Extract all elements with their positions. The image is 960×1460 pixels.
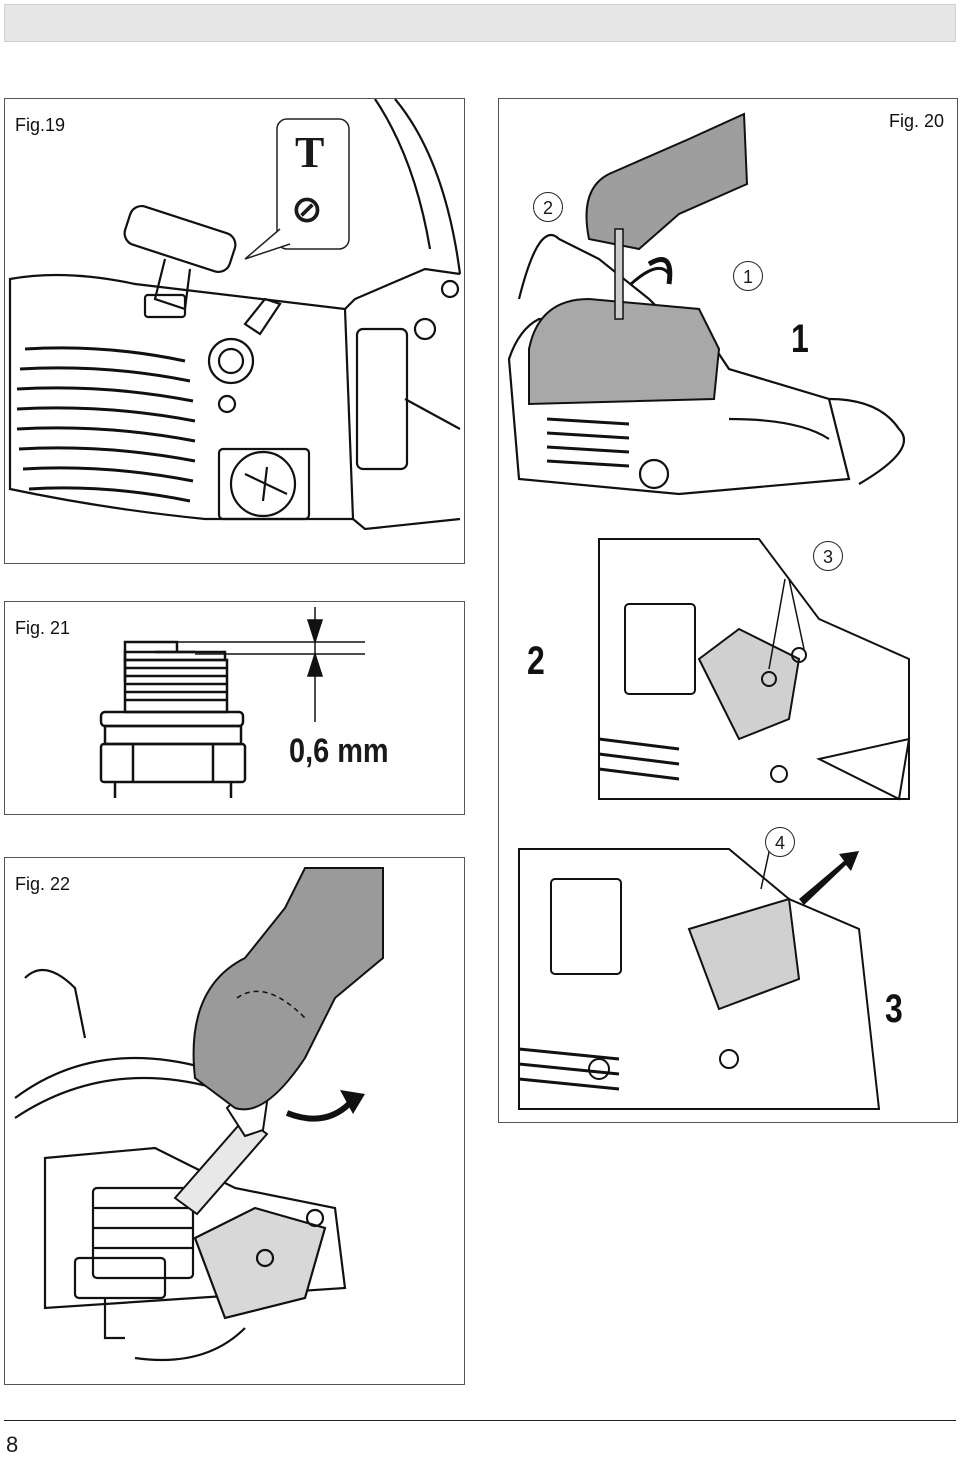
fig22-label: Fig. 22 bbox=[15, 874, 71, 894]
fig20-step-2: 2 bbox=[527, 639, 545, 683]
fig21-label: Fig. 21 bbox=[15, 618, 71, 638]
fig21-panel: Fig. 21 0,6 mm bbox=[4, 601, 465, 815]
fig19-chainsaw-illustration bbox=[8, 99, 462, 531]
spark-plug-illustration bbox=[99, 607, 365, 798]
fig20-step-3: 3 bbox=[885, 987, 903, 1031]
fig20-step-1: 1 bbox=[791, 317, 809, 361]
t-symbol-icon: T bbox=[295, 128, 325, 177]
fig19-label: Fig.19 bbox=[15, 115, 66, 135]
fig20-chainsaw-illustrations bbox=[507, 112, 911, 1110]
electrode-gap-value: 0,6 mm bbox=[289, 732, 389, 770]
fig20-callout-4: 4 bbox=[765, 827, 795, 857]
stop-symbol-icon: ⊘ bbox=[291, 187, 323, 231]
header-band bbox=[4, 4, 956, 42]
fig20-callout-3: 3 bbox=[813, 541, 843, 571]
fig20-callout-1: 1 bbox=[733, 261, 763, 291]
fig22-plug-removal-illustration bbox=[14, 867, 384, 1362]
page-number: 8 bbox=[6, 1432, 19, 1457]
fig20-label: Fig. 20 bbox=[889, 111, 945, 131]
fig20-callout-2: 2 bbox=[533, 192, 563, 222]
footer-divider bbox=[4, 1420, 956, 1421]
fig22-panel: Fig. 22 bbox=[4, 857, 465, 1385]
fig20-panel: Fig. 20 2 1 1 3 2 4 3 bbox=[498, 98, 958, 1123]
fig19-panel: Fig.19 T ⊘ bbox=[4, 98, 465, 564]
